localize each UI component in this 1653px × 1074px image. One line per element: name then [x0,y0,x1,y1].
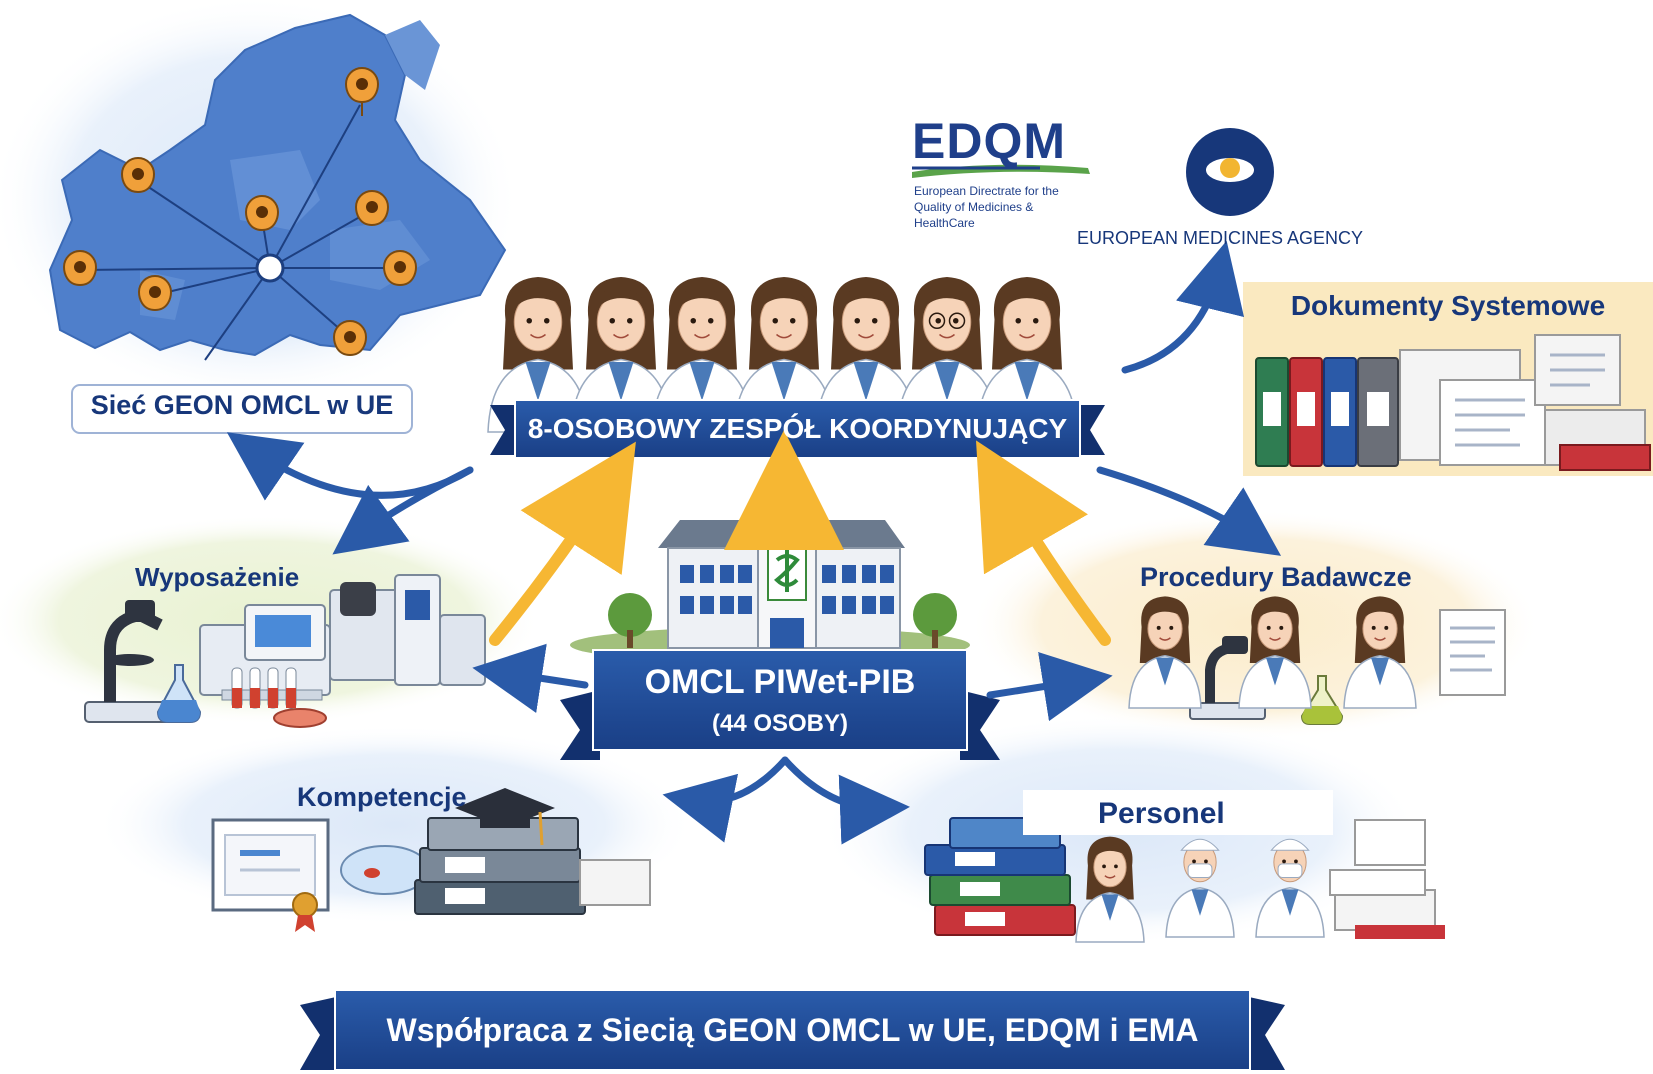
map-pin-icon [344,67,380,116]
equipment-label: Wyposażenie [135,562,300,592]
tree-icon [913,593,957,648]
competence-illustration [211,788,651,932]
competence-label: Kompetencje [297,782,467,812]
hub-subtitle: (44 OSOBY) [711,710,849,737]
scientist-icon [1165,838,1235,938]
hub-building [570,520,970,663]
map-pin-icon [332,320,368,357]
team-banner-label: 8-OSOBOWY ZESPÓŁ KOORDYNUJĄCY [527,413,1068,444]
binder-icon [924,817,1076,936]
edqm-logo [912,164,1090,178]
graduation-cap-icon [455,788,555,846]
map-pin-icon [62,250,98,287]
ema-logo [1186,128,1274,216]
ema-name: EUROPEAN MEDICINES AGENCY [1077,228,1364,248]
binder-icon [1255,357,1399,467]
personnel-illustration [924,790,1445,943]
procedures-illustration [1128,596,1506,725]
footer-label: Współpraca z Siecią GEON OMCL w UE, EDQM… [386,1011,1199,1048]
map-pin-icon [137,275,173,312]
hub-title: OMCL PIWet-PIB [644,662,916,701]
arrow-hub-to-equipment [472,643,589,713]
footer-banner [300,989,1285,1071]
scientist-icon [1075,836,1145,943]
scientist-icon [1238,596,1312,709]
network-label: Sieć GEON OMCL w UE [90,390,394,420]
tree-icon [608,593,652,648]
map-pin-icon [382,250,418,287]
equipment-illustration [84,574,486,728]
microscope-icon [84,600,171,723]
connector-arrows [226,240,1282,845]
edqm-line-3: HealthCare [914,216,975,230]
flask-icon [1300,675,1344,725]
map-pins [62,67,418,357]
scientist-icon [1128,596,1202,709]
arrow-hub-to-team-right [976,440,1111,646]
certificate-icon [211,818,330,932]
scientist-icon [487,277,589,433]
edqm-line-2: Quality of Medicines & [914,200,1034,214]
document-stack-icon [1329,819,1445,939]
map-pin-icon [120,157,156,194]
map-pin-icon [354,190,390,227]
procedures-label: Procedury Badawcze [1140,562,1412,592]
map-pin-icon [244,195,280,232]
flask-icon [156,664,202,723]
arrow-hub-to-competence [662,756,789,843]
scientist-icon [1343,596,1417,709]
arrow-team-to-equipment [332,466,474,555]
document-icon [1439,609,1506,696]
document-stack-icon [1399,334,1651,471]
system-documents-label: Dokumenty Systemowe [1290,290,1606,321]
scientist-icon [1255,838,1325,938]
arrow-hub-to-personnel [781,756,910,845]
edqm-line-1: European Directrate for the [914,184,1059,198]
edqm-acronym: EDQM [912,113,1066,169]
arrow-hub-to-procedures [986,651,1113,722]
arrow-hub-to-team-left [489,441,636,646]
arrow-team-to-ema [1121,240,1245,374]
system-documents-panel [1243,282,1653,476]
arrow-team-to-procedures [1096,466,1282,556]
hub-banner [560,649,1000,760]
personnel-label: Personel [1098,797,1225,830]
test-tubes-icon [221,667,327,728]
